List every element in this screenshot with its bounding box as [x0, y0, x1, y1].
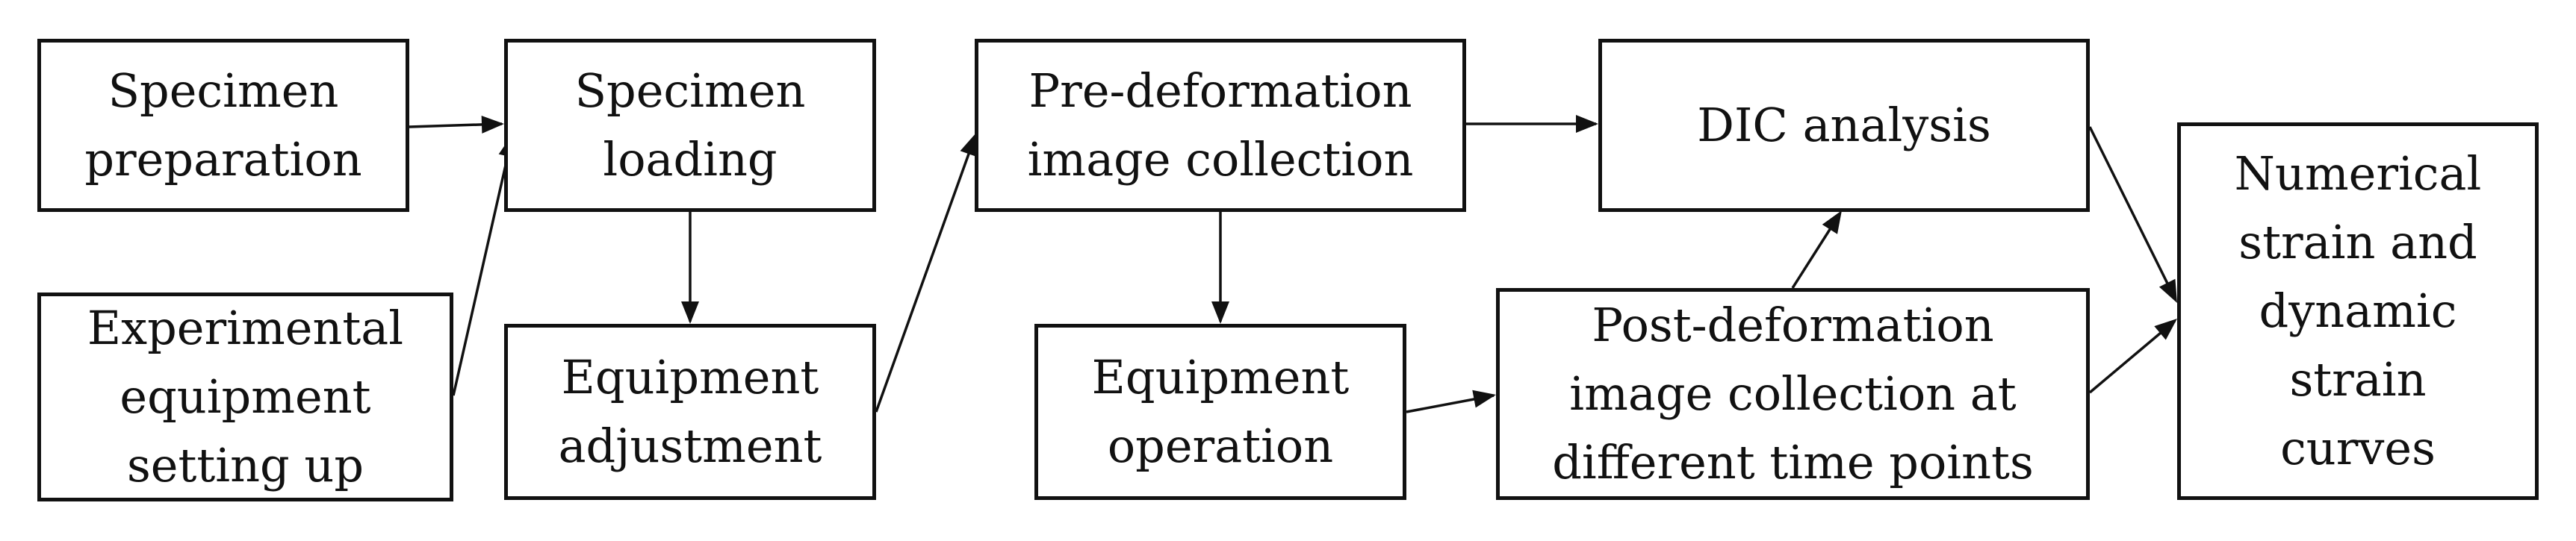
node-label-line: Numerical	[2234, 146, 2482, 201]
arrowhead-loading-to-adjustment	[681, 301, 699, 324]
node-label-line: image collection	[1027, 132, 1414, 187]
node-label-line: Equipment	[1091, 350, 1350, 404]
arrowhead-adjustment-to-pre	[960, 133, 978, 157]
node-label-line: image collection at	[1569, 366, 2017, 421]
node-label-line: Post-deformation	[1592, 298, 1994, 352]
arrow-dic-to-numerical	[2088, 126, 2176, 299]
arrowhead-post-to-dic	[1822, 210, 1842, 234]
node-label-line: setting up	[126, 438, 364, 492]
arrow-equipment-to-loading	[452, 138, 513, 396]
node-specimen-preparation: Specimen preparation	[37, 39, 409, 212]
node-equipment-operation: Equipment operation	[1034, 324, 1406, 500]
arrow-adjustment-to-pre	[875, 137, 976, 413]
node-label-line: different time points	[1552, 435, 2034, 490]
node-label-line: strain and	[2238, 215, 2477, 269]
node-label-line: strain	[2289, 352, 2427, 407]
node-label-line: dynamic	[2259, 284, 2457, 338]
node-label-line: adjustment	[558, 419, 822, 473]
node-label-line: Pre-deformation	[1028, 63, 1412, 118]
node-label-line: preparation	[84, 132, 362, 187]
node-label-line: Specimen	[108, 63, 339, 118]
arrowhead-dic-to-numerical	[2158, 278, 2177, 303]
node-experimental-equipment-setting-up: Experimental equipment setting up	[37, 293, 453, 501]
arrowhead-pre-to-dic	[1576, 115, 1598, 133]
node-pre-deformation-image-collection: Pre-deformation image collection	[975, 39, 1466, 212]
node-specimen-loading: Specimen loading	[504, 39, 876, 212]
node-label-line: operation	[1107, 419, 1334, 473]
node-post-deformation-image-collection: Post-deformation image collection at dif…	[1496, 288, 2090, 500]
arrowhead-post-to-numerical	[2154, 319, 2177, 340]
node-label-line: Specimen	[574, 63, 806, 118]
node-label-line: Equipment	[561, 350, 819, 404]
arrowhead-prep-to-loading	[481, 115, 504, 134]
node-equipment-adjustment: Equipment adjustment	[504, 324, 876, 500]
node-numerical-strain-curves: Numerical strain and dynamic strain curv…	[2177, 122, 2539, 500]
node-label-line: DIC analysis	[1697, 98, 1991, 152]
arrowhead-operation-to-post	[1472, 390, 1496, 408]
arrowhead-pre-to-operation	[1211, 301, 1229, 324]
node-label-line: Experimental	[87, 301, 404, 355]
node-label-line: equipment	[120, 369, 371, 424]
node-dic-analysis: DIC analysis	[1598, 39, 2090, 212]
node-label-line: loading	[603, 132, 778, 187]
node-label-line: curves	[2280, 421, 2436, 475]
